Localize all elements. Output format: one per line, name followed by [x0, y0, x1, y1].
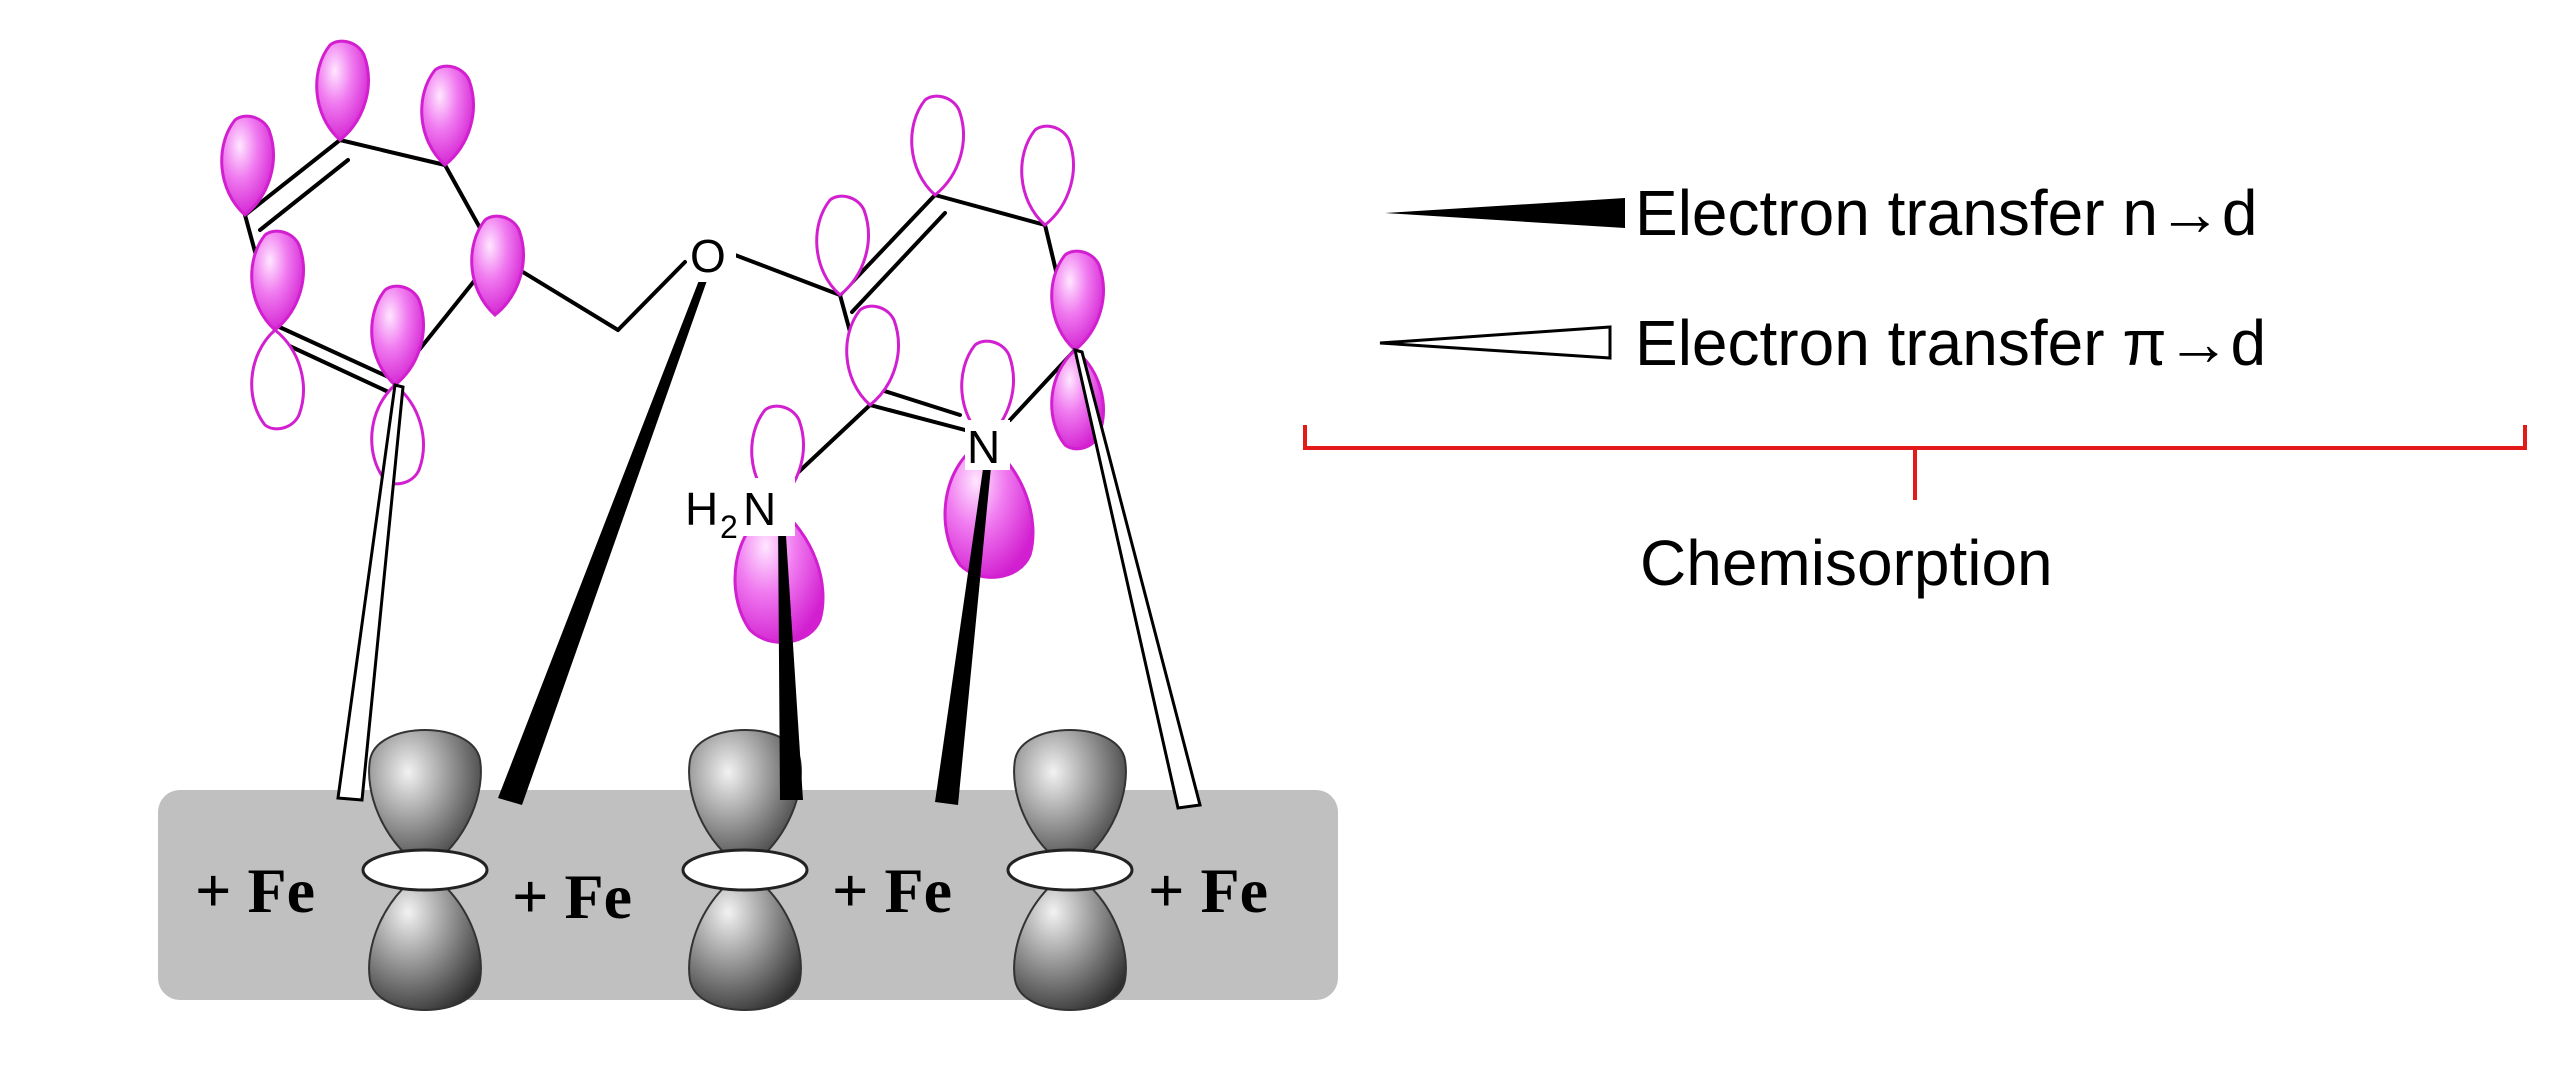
- p-orbital: [845, 304, 900, 407]
- pi-d-wedge: [1072, 347, 1202, 810]
- d-orbitals: [361, 729, 1134, 1011]
- amine-subscript: 2: [720, 509, 738, 545]
- pi-d-wedge: [336, 383, 405, 802]
- p-orbital: [470, 214, 525, 317]
- amine-h: H: [685, 483, 718, 535]
- legend-label-pi-d: Electron transfer π→d: [1635, 307, 2266, 379]
- chemisorption-label: Chemisorption: [1640, 527, 2053, 599]
- amine-n: N: [743, 483, 776, 535]
- p-orbital: [815, 194, 870, 297]
- p-orbital: [220, 114, 275, 217]
- n-d-wedge: [498, 270, 710, 805]
- p-orbital: [910, 94, 965, 197]
- d-orbital: [1006, 729, 1134, 1011]
- transfer-wedges: [336, 270, 1202, 810]
- p-orbital: [420, 64, 475, 167]
- n-d-wedge: [778, 520, 803, 800]
- p-orbital: [250, 229, 305, 431]
- p-orbital: [1020, 124, 1075, 227]
- d-orbital: [681, 729, 809, 1011]
- fe-label: + Fe: [195, 855, 315, 926]
- chemisorption-brace: [1303, 425, 2527, 500]
- p-orbital: [943, 339, 1035, 579]
- amine-label: H 2 N: [680, 478, 795, 545]
- molecule-bonds: [243, 138, 1077, 482]
- fe-label: + Fe: [512, 861, 632, 932]
- legend: Electron transfer n→d Electron transfer …: [1303, 177, 2527, 599]
- imine-nitrogen-label: N: [967, 421, 1000, 473]
- d-orbital: [361, 729, 489, 1011]
- legend-filled-wedge: [1385, 198, 1625, 228]
- p-orbital: [315, 39, 370, 142]
- n-d-wedge: [935, 455, 992, 805]
- legend-label-n-d: Electron transfer n→d: [1635, 177, 2258, 249]
- fe-label: + Fe: [1148, 855, 1268, 926]
- fe-label: + Fe: [832, 855, 952, 926]
- legend-hollow-wedge: [1379, 325, 1612, 360]
- oxygen-label: O: [690, 230, 726, 282]
